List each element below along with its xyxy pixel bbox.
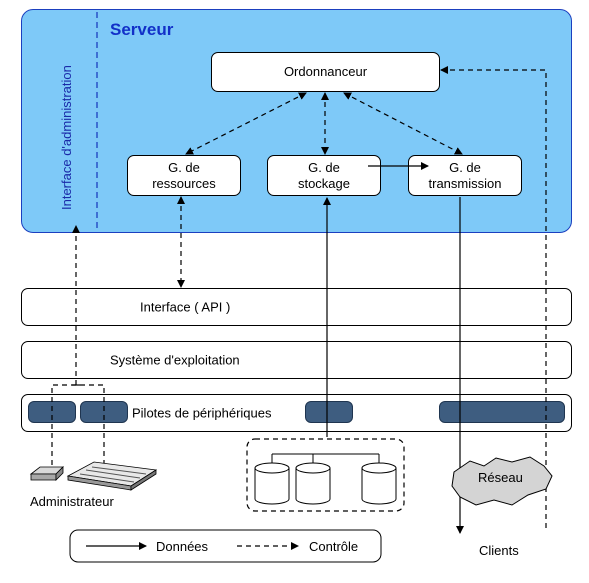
storage-manager-line2: stockage bbox=[297, 175, 351, 191]
network-label: Réseau bbox=[478, 470, 523, 485]
disk-2-icon bbox=[295, 462, 331, 505]
api-layer: Interface ( API ) bbox=[21, 288, 572, 326]
clients-label: Clients bbox=[479, 543, 519, 558]
scheduler-resource-control-arrow bbox=[185, 92, 307, 155]
resource-manager-box: G. de ressources bbox=[127, 155, 241, 196]
drivers-layer-label: Pilotes de périphériques bbox=[132, 405, 272, 421]
disk-3-icon bbox=[361, 462, 397, 505]
resource-manager-line1: G. de bbox=[168, 159, 200, 175]
storage-manager-box: G. de stockage bbox=[267, 155, 381, 196]
os-layer-label: Système d'exploitation bbox=[110, 352, 240, 368]
scheduler-transmission-control-arrow bbox=[343, 92, 463, 155]
driver-block-network bbox=[439, 401, 565, 423]
legend-control-label: Contrôle bbox=[309, 539, 359, 554]
scheduler-label: Ordonnanceur bbox=[283, 64, 368, 79]
storage-manager-line1: G. de bbox=[308, 159, 340, 175]
transmission-manager-box: G. de transmission bbox=[408, 155, 522, 196]
driver-block-storage bbox=[305, 401, 353, 423]
resource-manager-line2: ressources bbox=[152, 175, 216, 191]
administrator-label: Administrateur bbox=[30, 494, 114, 509]
os-layer: Système d'exploitation bbox=[21, 341, 572, 379]
keyboard-icon bbox=[66, 461, 158, 491]
server-title: Serveur bbox=[110, 20, 174, 39]
transmission-manager-line1: G. de bbox=[449, 159, 481, 175]
admin-devices-control-path bbox=[51, 384, 105, 465]
scheduler-box: Ordonnanceur bbox=[211, 52, 440, 92]
admin-device-icon bbox=[29, 466, 64, 481]
legend-frame bbox=[69, 529, 382, 563]
network-cloud-icon bbox=[451, 456, 553, 506]
api-layer-label: Interface ( API ) bbox=[140, 299, 231, 315]
disk-1-icon bbox=[254, 462, 290, 505]
transmission-manager-line2: transmission bbox=[428, 175, 502, 191]
disks-group-frame bbox=[246, 438, 405, 512]
legend-data-label: Données bbox=[156, 539, 209, 554]
